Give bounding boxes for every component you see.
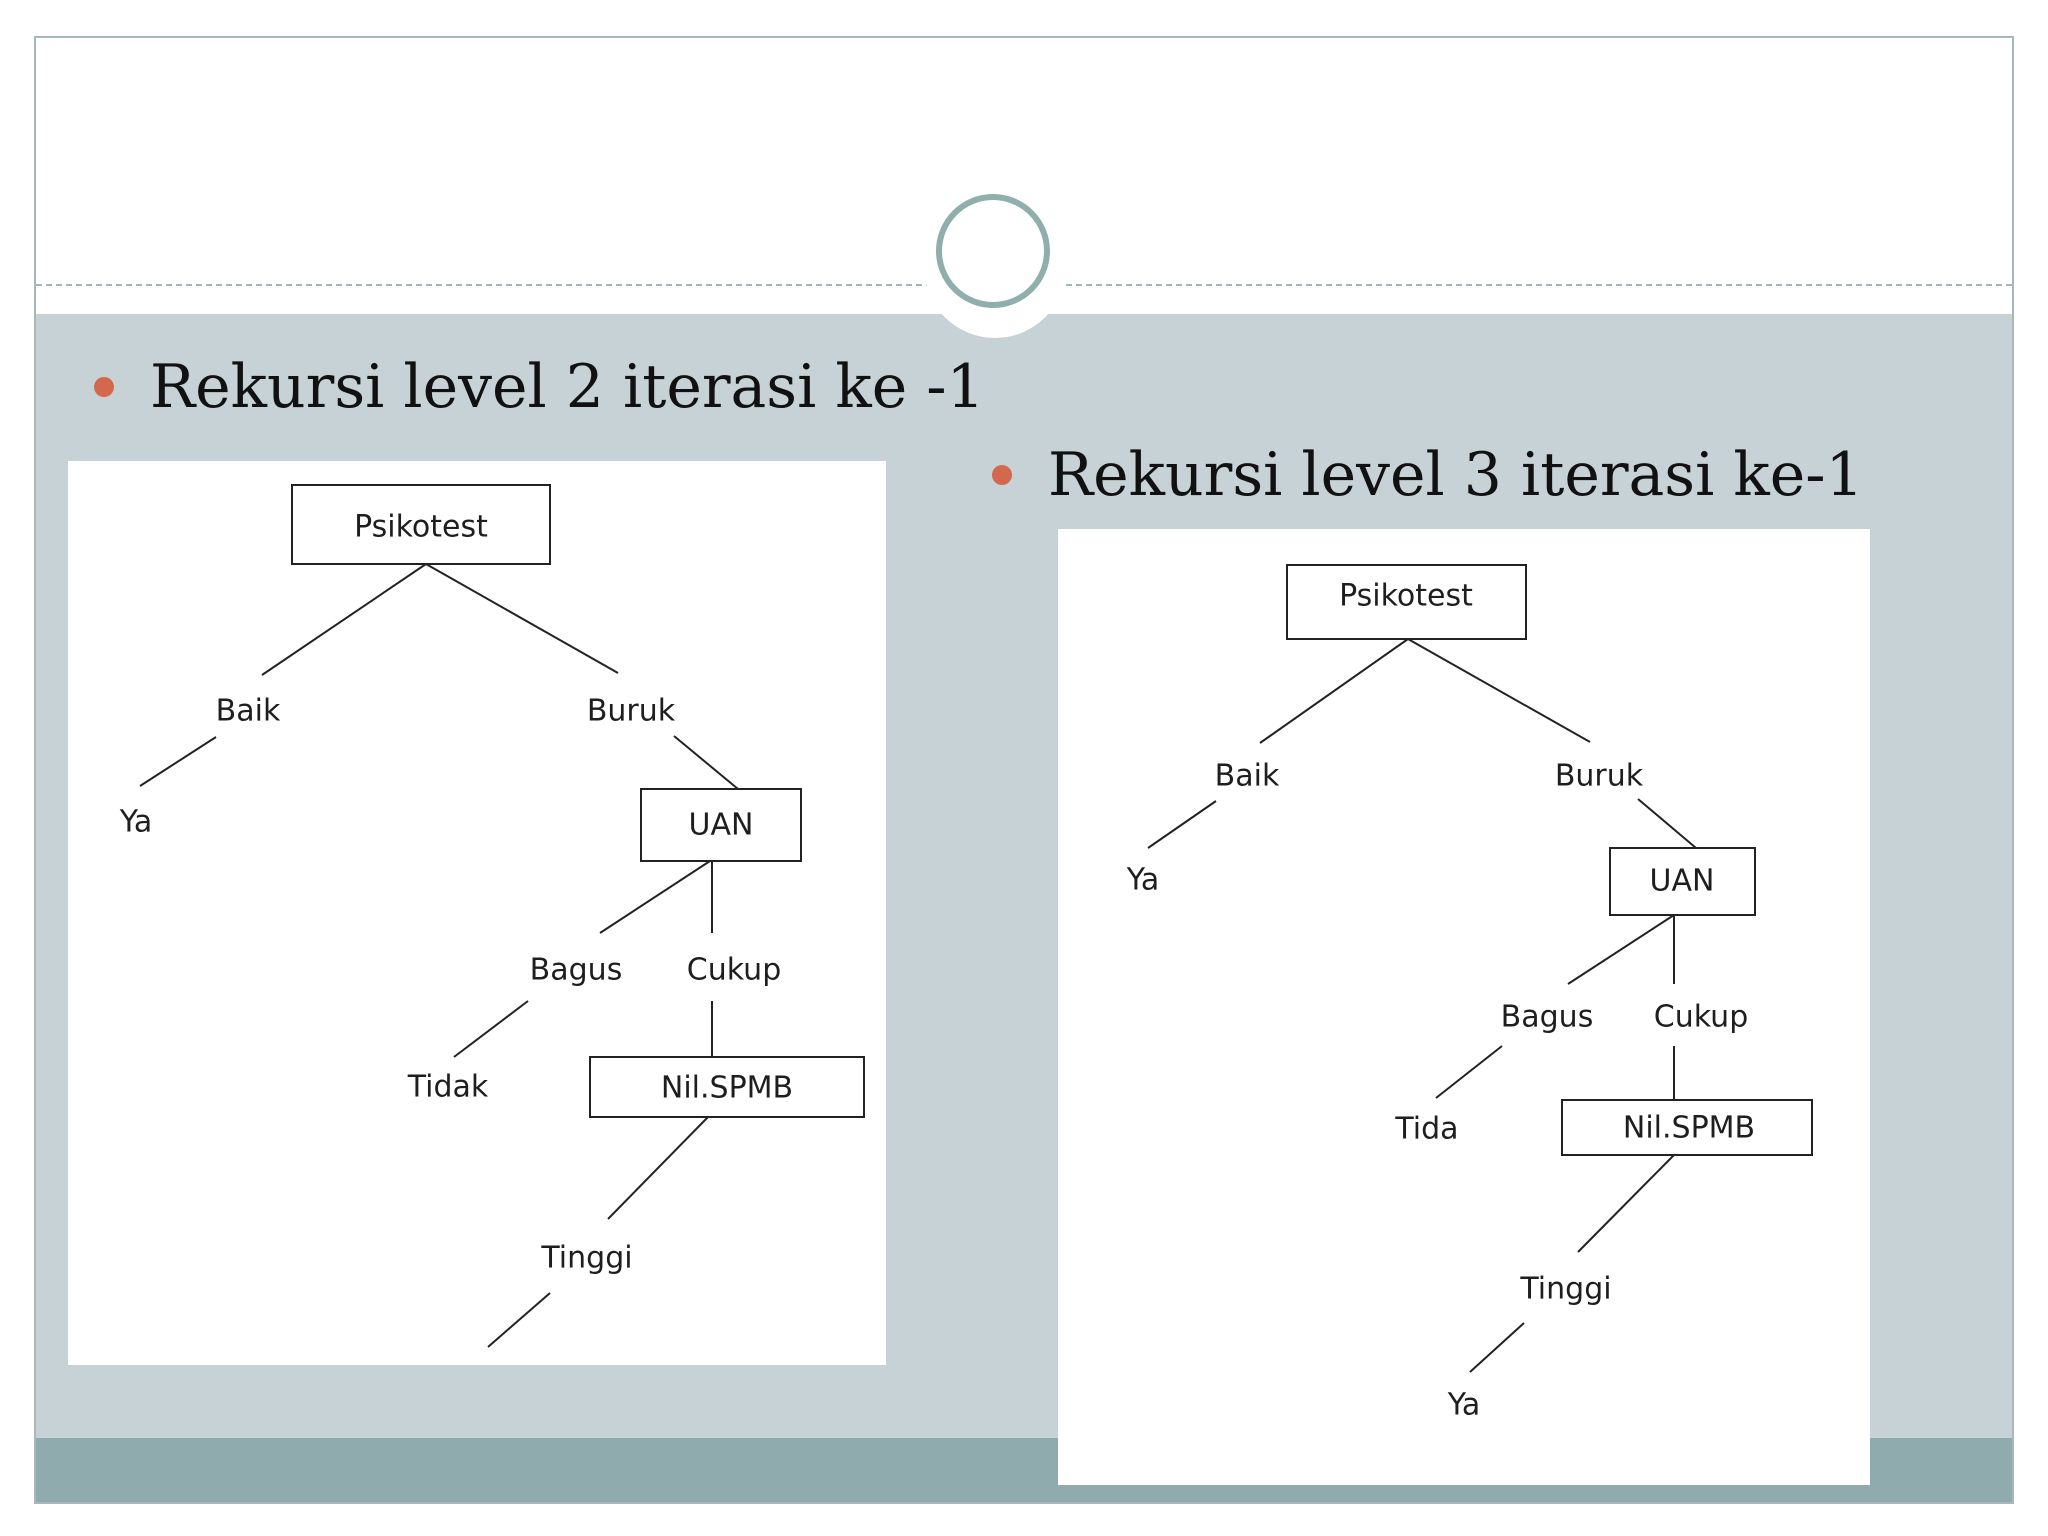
bullet-dot-icon bbox=[94, 377, 114, 397]
branch-label-baik: Baik bbox=[1215, 759, 1280, 794]
node-label-uan: UAN bbox=[689, 808, 754, 843]
edge-buruk-uan bbox=[673, 735, 739, 790]
edge-tinggi-ya bbox=[1469, 1322, 1525, 1373]
edge-uan-bagus bbox=[1567, 914, 1675, 985]
edge-baik-ya bbox=[1147, 800, 1217, 849]
decision-tree-right: Psikotest Baik Buruk Ya UAN Bagus Cukup … bbox=[1126, 564, 1813, 1423]
edge-root-baik bbox=[1259, 638, 1409, 744]
edge-nilspmb-tinggi bbox=[607, 1116, 709, 1220]
branch-label-buruk: Buruk bbox=[587, 694, 676, 729]
decision-tree-left: Psikotest Baik Buruk Ya UAN Bagus Cukup … bbox=[119, 484, 865, 1348]
edge-bagus-tida bbox=[1435, 1045, 1503, 1099]
bullet-right: Rekursi level 3 iterasi ke-1 bbox=[992, 440, 1864, 510]
decorative-ring-icon bbox=[936, 194, 1050, 308]
branch-label-cukup: Cukup bbox=[687, 953, 781, 988]
node-label-psikotest: Psikotest bbox=[1339, 579, 1473, 614]
branch-label-buruk: Buruk bbox=[1555, 759, 1644, 794]
bullet-dot-icon bbox=[992, 465, 1012, 485]
node-box-psikotest bbox=[291, 484, 551, 565]
edge-baik-ya bbox=[139, 736, 217, 787]
edge-root-baik bbox=[261, 563, 427, 676]
branch-label-tinggi: Tinggi bbox=[540, 1241, 632, 1276]
leaf-label-ya: Ya bbox=[1126, 863, 1160, 898]
branch-label-bagus: Bagus bbox=[530, 953, 623, 988]
bullet-left-text: Rekursi level 2 iterasi ke -1 bbox=[150, 352, 985, 422]
bullet-right-text: Rekursi level 3 iterasi ke-1 bbox=[1048, 440, 1864, 510]
bullet-left: Rekursi level 2 iterasi ke -1 bbox=[94, 352, 985, 422]
node-label-uan: UAN bbox=[1650, 864, 1715, 899]
branch-label-baik: Baik bbox=[216, 694, 281, 729]
edge-uan-bagus bbox=[599, 860, 711, 934]
edge-tinggi-next bbox=[487, 1292, 551, 1348]
node-box-uan bbox=[1609, 847, 1756, 916]
leaf-label-tidak: Tidak bbox=[407, 1070, 489, 1105]
edge-root-buruk bbox=[425, 563, 619, 674]
branch-label-bagus: Bagus bbox=[1501, 1000, 1594, 1035]
node-box-nilspmb bbox=[1561, 1099, 1813, 1156]
leaf-label-tida: Tida bbox=[1394, 1112, 1458, 1147]
node-label-psikotest: Psikotest bbox=[354, 510, 488, 545]
node-label-nilspmb: Nil.SPMB bbox=[661, 1071, 793, 1106]
node-label-nilspmb: Nil.SPMB bbox=[1623, 1111, 1755, 1146]
tree-panel-left: Psikotest Baik Buruk Ya UAN Bagus Cukup … bbox=[68, 461, 886, 1365]
node-box-uan bbox=[640, 788, 802, 862]
leaf-label-ya: Ya bbox=[1447, 1388, 1481, 1423]
edge-root-buruk bbox=[1407, 638, 1591, 743]
tree-panel-right: Psikotest Baik Buruk Ya UAN Bagus Cukup … bbox=[1058, 529, 1870, 1485]
branch-label-cukup: Cukup bbox=[1654, 1000, 1748, 1035]
edge-buruk-uan bbox=[1637, 798, 1697, 849]
leaf-label-ya: Ya bbox=[119, 805, 153, 840]
edge-bagus-tidak bbox=[453, 1000, 529, 1058]
node-box-nilspmb bbox=[589, 1056, 865, 1118]
branch-label-tinggi: Tinggi bbox=[1519, 1272, 1611, 1307]
edge-nilspmb-tinggi bbox=[1577, 1154, 1675, 1253]
node-box-psikotest bbox=[1286, 564, 1527, 640]
